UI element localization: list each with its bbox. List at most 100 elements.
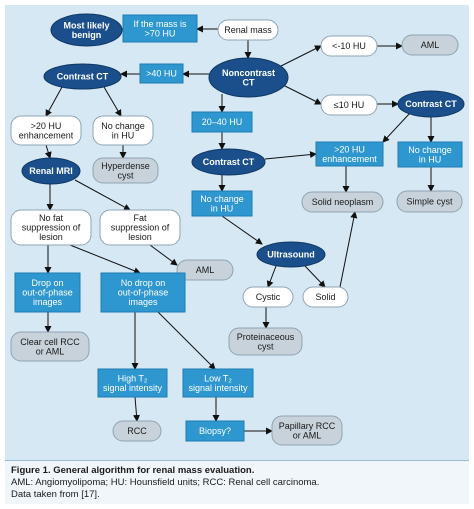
edge-contrast-ct-mid-to-gt20-enh-right	[264, 151, 317, 160]
node-ultrasound: Ultrasound	[256, 241, 326, 268]
node-label-nodrop-oop: images	[128, 297, 158, 307]
node-label-gt20-enh-left: enhancement	[19, 130, 74, 140]
node-label-simple-cyst: Simple cyst	[406, 197, 453, 207]
node-label-nochange-right: in HU	[419, 154, 442, 164]
node-shape-drop-oop	[14, 272, 81, 313]
edge-fat-suppression-to-aml-mid	[149, 244, 178, 266]
node-label-gt40-hu: >40 HU	[146, 69, 177, 79]
node-contrast-ct-right: Contrast CT	[397, 90, 465, 118]
edge-nochange-mid-to-ultrasound	[221, 215, 263, 245]
node-biopsy: Biopsy?	[185, 420, 245, 442]
node-label-contrast-ct-left: Contrast CT	[57, 72, 109, 82]
node-shape-noncontrast-ct	[208, 57, 289, 98]
node-label-high-t2: High T₂	[118, 373, 148, 383]
node-label-if-mass-70hu: If the mass is	[133, 19, 187, 29]
node-label-renal-mri: Renal MRI	[29, 166, 73, 176]
node-shape-proteinaceous-cyst	[228, 327, 303, 356]
node-label-drop-oop: images	[33, 297, 63, 307]
node-shape-gt40-hu	[139, 63, 184, 84]
node-simple-cyst: Simple cyst	[396, 190, 463, 213]
edge-noncontrast-ct-to-lt-neg10-hu	[280, 45, 322, 67]
node-le10-hu: ≤10 HU	[320, 94, 378, 116]
node-rcc: RCC	[112, 420, 162, 442]
node-aml-mid: AML	[176, 259, 234, 281]
edge-contrast-ct-right-to-gt20-enh-right	[382, 112, 411, 143]
caption-title: Figure 1. General algorithm for renal ma…	[11, 465, 255, 476]
node-label-if-mass-70hu: >70 HU	[145, 28, 176, 38]
node-shape-renal-mass	[217, 19, 279, 41]
node-label-clear-cell-rcc: or AML	[36, 346, 65, 356]
node-shape-nochange-right	[397, 141, 463, 168]
node-label-noncontrast-ct: Noncontrast	[222, 68, 275, 78]
node-shape-fat-suppression	[99, 209, 181, 246]
figure-caption: Figure 1. General algorithm for renal ma…	[5, 460, 469, 504]
node-label-low-t2: signal intensity	[188, 383, 248, 393]
edge-no-fat-suppression-to-nodrop-oop	[69, 244, 141, 275]
node-label-contrast-ct-mid: Contrast CT	[203, 157, 255, 167]
node-label-nochange-right: No change	[408, 145, 452, 155]
node-label-solid: Solid	[315, 292, 335, 302]
node-label-rcc: RCC	[127, 426, 147, 436]
node-solid: Solid	[302, 286, 349, 308]
edge-high-t2-to-rcc	[133, 396, 140, 422]
node-label-le10-hu: ≤10 HU	[334, 100, 364, 110]
node-label-nochange-mid: in HU	[211, 203, 234, 213]
node-shape-most-likely-benign	[50, 13, 123, 47]
node-shape-gt20-enh-right	[315, 141, 384, 167]
node-label-gt20-enh-right: >20 HU	[334, 144, 365, 154]
node-label-nochange-left: in HU	[112, 130, 135, 140]
node-shape-nodrop-oop	[100, 272, 186, 313]
node-label-proteinaceous-cyst: cyst	[257, 341, 274, 351]
node-label-drop-oop: out-of-phase	[22, 288, 73, 298]
node-label-fat-suppression: suppression of	[111, 223, 170, 233]
node-label-no-fat-suppression: No fat	[39, 213, 64, 223]
caption-abbreviations: AML: Angiomyolipoma; HU: Hounsfield unit…	[11, 477, 320, 488]
node-label-nodrop-oop: No drop on	[121, 278, 166, 288]
node-label-fat-suppression: Fat	[133, 213, 147, 223]
edge-nodrop-oop-to-low-t2	[157, 311, 216, 370]
node-label-most-likely-benign: benign	[72, 30, 102, 40]
edges-layer	[44, 25, 435, 435]
node-aml-top: AML	[401, 34, 459, 56]
edge-noncontrast-ct-to-le10-hu	[282, 84, 322, 105]
node-label-high-t2: signal intensity	[103, 383, 163, 393]
node-shape-hu-20-40	[191, 111, 253, 133]
node-renal-mri: Renal MRI	[21, 157, 81, 185]
node-shape-gt20-enh-left	[10, 115, 82, 146]
node-shape-nochange-mid	[191, 190, 253, 217]
node-label-drop-oop: Drop on	[31, 278, 63, 288]
node-shape-ultrasound	[256, 241, 326, 268]
node-label-contrast-ct-right: Contrast CT	[405, 99, 457, 109]
node-shape-low-t2	[182, 368, 254, 398]
node-shape-cystic	[242, 286, 294, 308]
edge-renal-mri-to-fat-suppression	[74, 179, 131, 211]
node-label-nodrop-oop: out-of-phase	[118, 288, 169, 298]
node-label-aml-mid: AML	[196, 265, 215, 275]
node-shape-biopsy	[185, 420, 245, 442]
node-label-solid-neoplasm: Solid neoplasm	[312, 197, 374, 207]
node-if-mass-70hu: If the mass is>70 HU	[122, 14, 198, 43]
node-shape-renal-mri	[21, 157, 81, 185]
node-label-aml-top: AML	[421, 40, 440, 50]
node-label-ultrasound: Ultrasound	[267, 250, 315, 260]
node-label-gt20-enh-right: enhancement	[322, 154, 377, 164]
node-shape-le10-hu	[320, 94, 378, 116]
node-label-papillary-rcc: or AML	[293, 430, 322, 440]
node-label-gt20-enh-left: >20 HU	[31, 121, 62, 131]
node-label-clear-cell-rcc: Clear cell RCC	[20, 337, 80, 347]
node-label-lt-neg10-hu: <-10 HU	[332, 41, 366, 51]
node-shape-nochange-left	[92, 115, 154, 146]
node-label-most-likely-benign: Most likely	[63, 20, 109, 30]
node-label-hyperdense-cyst: cyst	[117, 170, 134, 180]
node-label-hyperdense-cyst: Hyperdense	[101, 161, 150, 171]
